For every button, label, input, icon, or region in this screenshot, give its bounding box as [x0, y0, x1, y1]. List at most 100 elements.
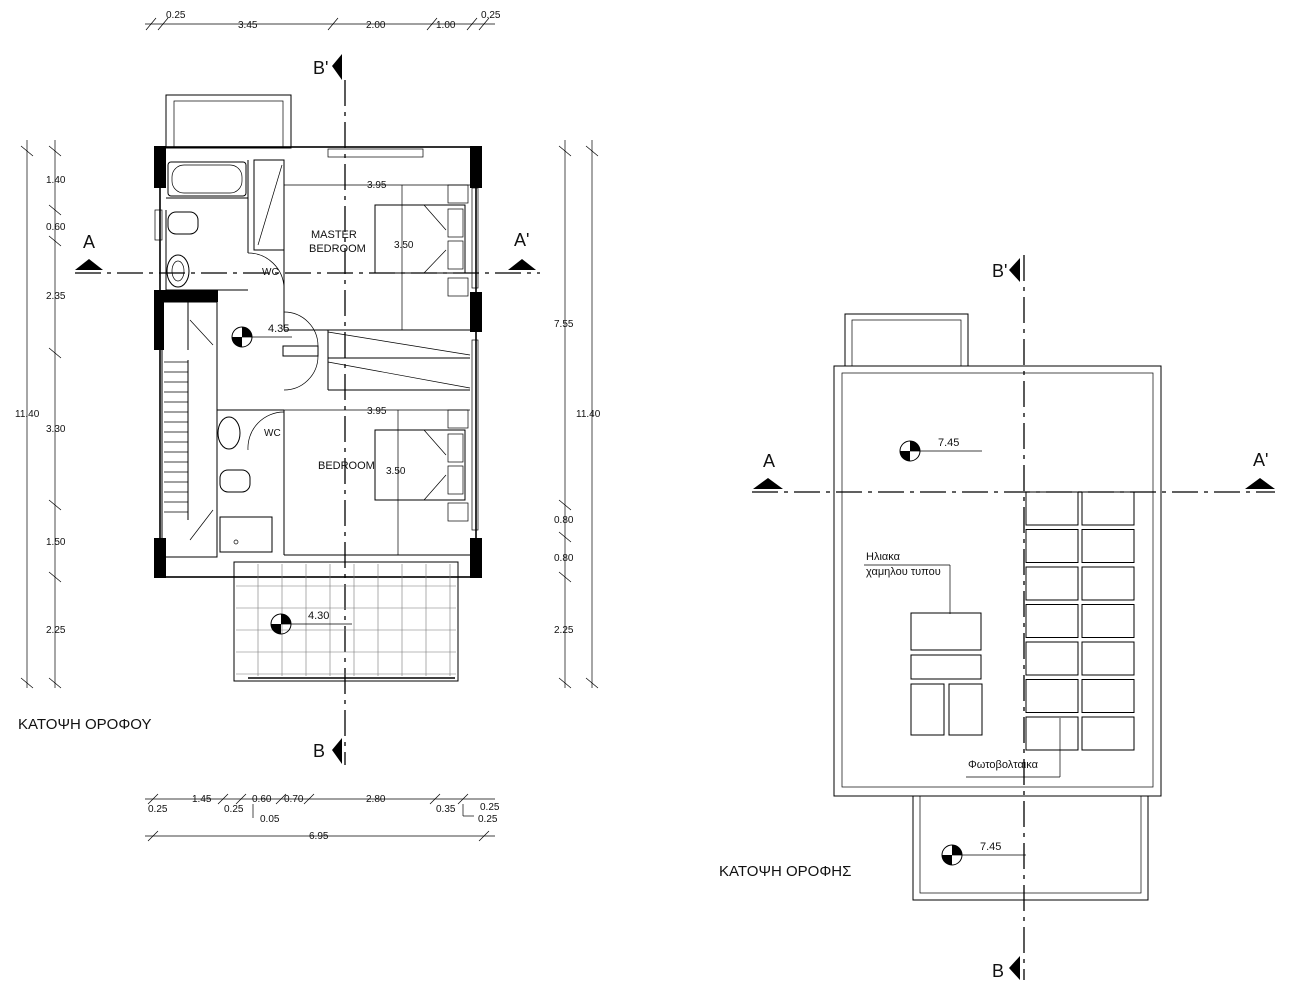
svg-text:A': A'	[514, 230, 529, 250]
svg-text:0.25: 0.25	[224, 804, 244, 815]
lower-roof	[912, 795, 1149, 901]
roof-level-marker-lower: 7.45	[941, 841, 1026, 866]
svg-text:0.60: 0.60	[252, 794, 272, 805]
bed-icon	[374, 429, 466, 501]
level-marker-balcony: 4.30	[270, 610, 352, 635]
right-total: 11.40	[576, 409, 601, 420]
top-balcony	[165, 94, 292, 149]
pv-panel	[1081, 716, 1135, 751]
pv-panel	[1081, 529, 1135, 563]
pv-panel	[1025, 529, 1079, 563]
photovoltaics-label: Φωτοβολταικα	[968, 759, 1039, 771]
bedroom-width-dim: 3.95	[367, 406, 387, 417]
bathroom-2: WC	[217, 409, 285, 555]
svg-text:3.30: 3.30	[46, 424, 66, 435]
right-dimension-chain: 7.55 0.80 0.80 2.25 11.40	[554, 140, 601, 689]
sink-icon	[217, 416, 241, 450]
bedroom: BEDROOM 3.95 3.50	[284, 406, 470, 556]
pv-panel	[1025, 566, 1079, 601]
left-total: 11.40	[15, 409, 40, 420]
svg-text:2.25: 2.25	[554, 625, 574, 636]
svg-text:A': A'	[1253, 450, 1268, 470]
top-dimension-chain: 0.25 3.45 2.00 1.00 0.25	[145, 10, 501, 31]
master-bedroom: MASTER BEDROOM 3.95 3.50	[283, 160, 470, 330]
master-bedroom-label-2: BEDROOM	[309, 243, 366, 255]
toilet-icon	[219, 469, 251, 493]
roof-section-marker-a: A	[753, 451, 783, 489]
door-swing	[247, 411, 285, 451]
bedroom-depth-dim: 3.50	[386, 466, 406, 477]
svg-text:B: B	[313, 741, 325, 761]
pv-panel	[1025, 604, 1079, 638]
svg-text:2.25: 2.25	[46, 625, 66, 636]
master-bedroom-label-1: MASTER	[311, 229, 357, 241]
wc-label-1: WC	[262, 267, 279, 278]
shower-tray-icon	[219, 516, 273, 553]
master-width-dim: 3.95	[367, 180, 387, 191]
section-marker-b-prime: B'	[313, 54, 342, 80]
pv-panel	[1081, 641, 1135, 676]
section-marker-a: A	[75, 232, 103, 270]
svg-text:0.25: 0.25	[148, 804, 168, 815]
svg-text:0.05: 0.05	[260, 814, 280, 825]
floor-outline	[159, 146, 477, 578]
svg-text:0.70: 0.70	[284, 794, 304, 805]
pv-panel	[1025, 716, 1079, 751]
svg-text:1.45: 1.45	[192, 794, 212, 805]
svg-text:0.25: 0.25	[480, 802, 500, 813]
roof-section-marker-a-prime: A'	[1245, 450, 1275, 489]
svg-text:0.25: 0.25	[478, 814, 498, 825]
pv-panel	[1025, 641, 1079, 676]
svg-text:1.40: 1.40	[46, 175, 66, 186]
bed-icon	[374, 204, 466, 274]
solar-heaters-label-1: Ηλιακα	[866, 551, 901, 563]
solar-water-heaters: Ηλιακα χαμηλου τυπου	[864, 551, 983, 736]
roof-level-main: 7.45	[938, 437, 959, 449]
svg-text:1.50: 1.50	[46, 537, 66, 548]
top-dim-5: 0.25	[481, 10, 501, 21]
sink-icon	[166, 254, 190, 288]
svg-text:A: A	[763, 451, 775, 471]
bathtub-icon	[167, 161, 247, 197]
pv-panel	[1081, 679, 1135, 713]
wc-label-2: WC	[264, 428, 281, 439]
photovoltaic-panels: Φωτοβολταικα	[966, 491, 1135, 778]
left-dimension-chain: 11.40 1.40 0.60 2.35 3.30 1.50 2.25	[15, 140, 66, 689]
hall-level: 4.35	[268, 323, 289, 335]
pv-panel	[1025, 491, 1079, 526]
svg-text:0.60: 0.60	[46, 222, 66, 233]
main-roof	[833, 365, 1162, 797]
hall: 4.35	[231, 311, 471, 391]
master-depth-dim: 3.50	[394, 240, 414, 251]
svg-text:A: A	[83, 232, 95, 252]
svg-text:B': B'	[313, 58, 328, 78]
upper-floor-plan: 0.25 3.45 2.00 1.00 0.25 B' B A A'	[15, 10, 601, 842]
roof-section-marker-b-prime: B'	[992, 258, 1020, 282]
svg-text:B: B	[992, 961, 1004, 981]
top-window	[327, 148, 424, 158]
staircase	[161, 301, 218, 558]
door-swing	[247, 252, 285, 289]
svg-text:B': B'	[992, 261, 1007, 281]
level-marker-hall: 4.35	[231, 323, 292, 348]
bedroom-label: BEDROOM	[318, 460, 375, 472]
roof-level-marker-main: 7.45	[899, 437, 982, 462]
top-dim-2: 3.45	[238, 20, 258, 31]
bottom-total: 6.95	[309, 831, 329, 842]
svg-text:2.35: 2.35	[46, 291, 66, 302]
pv-panel	[1081, 491, 1135, 526]
roof-plan-title: ΚΑΤΟΨΗ ΟΡΟΦΗΣ	[719, 863, 851, 880]
bottom-balcony: 4.30	[233, 561, 459, 682]
svg-text:7.55: 7.55	[554, 319, 574, 330]
balcony-level: 4.30	[308, 610, 329, 622]
bottom-dimension-chain: 0.25 1.45 0.25 0.60 0.70 2.80 0.35 0.25 …	[145, 793, 500, 842]
upper-floor-title: ΚΑΤΟΨΗ ΟΡΟΦΟΥ	[18, 716, 151, 733]
section-marker-a-prime: A'	[508, 230, 536, 270]
top-dim-4: 1.00	[436, 20, 456, 31]
pv-panel	[1025, 679, 1079, 713]
section-marker-b: B	[313, 738, 342, 764]
svg-text:0.80: 0.80	[554, 515, 574, 526]
roof-top-parapet	[844, 313, 969, 367]
pv-panel	[1081, 604, 1135, 638]
